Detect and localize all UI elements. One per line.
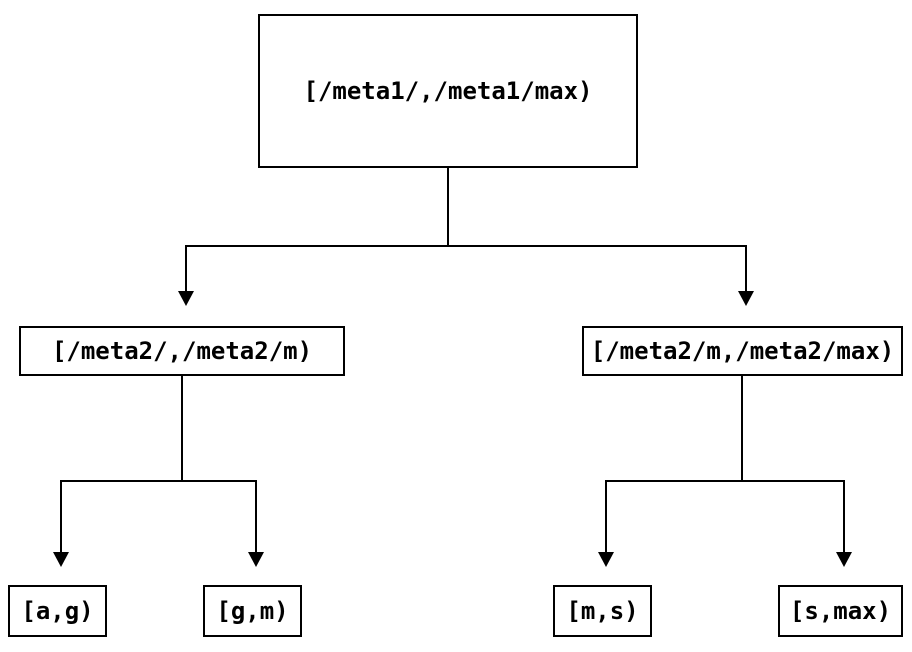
edge-meta2-high-to-leaf-smax (843, 480, 845, 552)
edge-root-to-meta2-high (745, 245, 747, 291)
node-leaf-smax: [s,max) (778, 585, 903, 637)
arrow-down-icon (738, 291, 754, 306)
node-leaf-ms: [m,s) (553, 585, 652, 637)
node-meta2-high-label: [/meta2/m,/meta2/max) (590, 337, 895, 365)
node-leaf-smax-label: [s,max) (789, 597, 892, 625)
node-meta2-low-label: [/meta2/,/meta2/m) (51, 337, 313, 365)
edge-root-stem (447, 168, 449, 246)
node-meta2-high: [/meta2/m,/meta2/max) (582, 326, 903, 376)
node-leaf-ag: [a,g) (8, 585, 107, 637)
edge-right-rail (605, 480, 845, 482)
node-leaf-gm-label: [g,m) (216, 597, 289, 625)
arrow-down-icon (836, 552, 852, 567)
node-leaf-ag-label: [a,g) (21, 597, 94, 625)
arrow-down-icon (598, 552, 614, 567)
edge-meta2-low-to-leaf-gm (255, 480, 257, 552)
edge-meta2-high-to-leaf-ms (605, 480, 607, 552)
node-leaf-gm: [g,m) (203, 585, 302, 637)
node-meta2-low: [/meta2/,/meta2/m) (19, 326, 345, 376)
edge-level1-rail (185, 245, 747, 247)
arrow-down-icon (178, 291, 194, 306)
node-root-label: [/meta1/,/meta1/max) (303, 77, 593, 105)
edge-left-rail (60, 480, 257, 482)
edge-meta2-low-stem (181, 376, 183, 481)
arrow-down-icon (248, 552, 264, 567)
edge-root-to-meta2-low (185, 245, 187, 291)
node-leaf-ms-label: [m,s) (566, 597, 639, 625)
node-root: [/meta1/,/meta1/max) (258, 14, 638, 168)
arrow-down-icon (53, 552, 69, 567)
edge-meta2-high-stem (741, 376, 743, 481)
edge-meta2-low-to-leaf-ag (60, 480, 62, 552)
